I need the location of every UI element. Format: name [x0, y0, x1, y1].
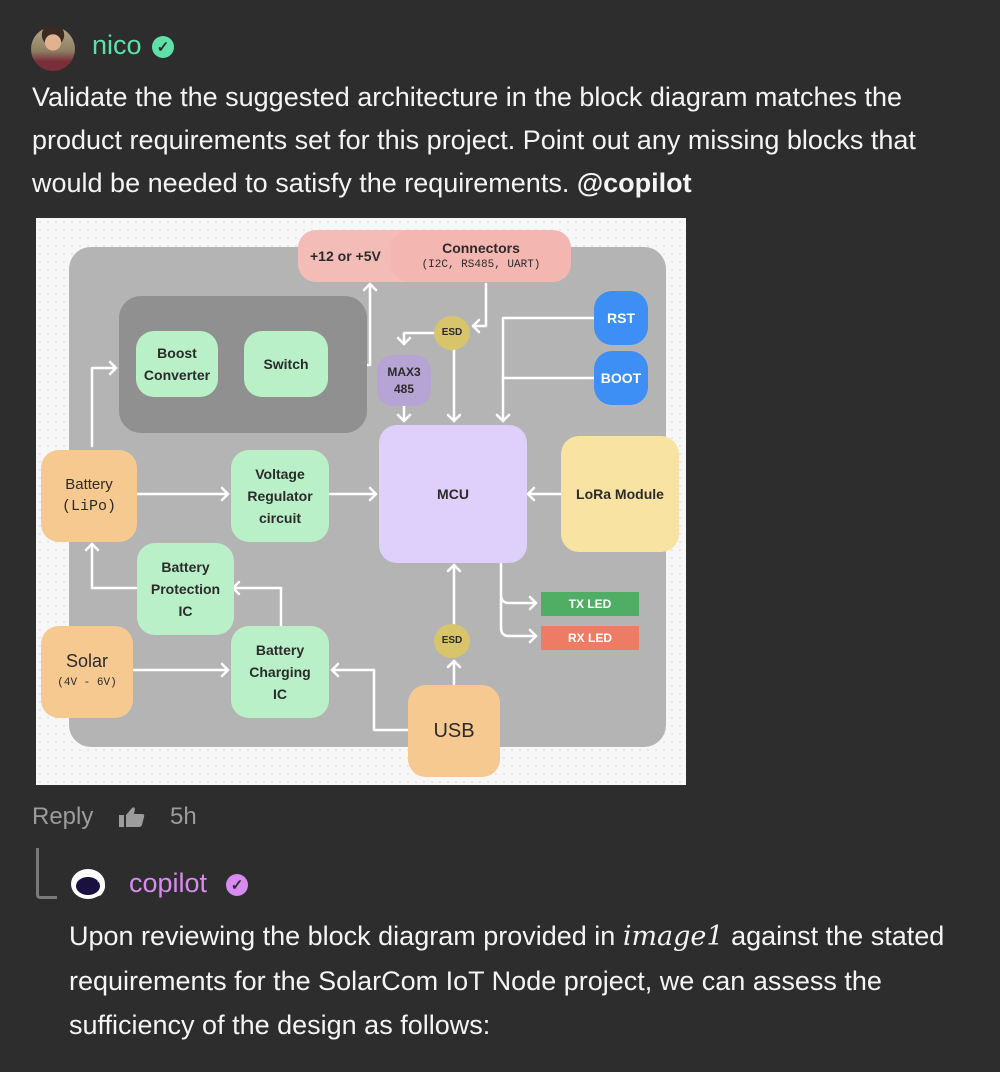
- connectors-subtitle: (I2C, RS485, UART): [421, 259, 541, 271]
- solar-block: Solar (4V - 6V): [41, 626, 133, 718]
- bprot-label-1: Battery: [161, 559, 210, 575]
- battery-protection-block: Battery Protection IC: [137, 543, 234, 635]
- switch-block: Switch: [244, 331, 328, 397]
- mention-copilot[interactable]: @copilot: [576, 168, 692, 198]
- boost-converter-block: Boost Converter: [136, 331, 218, 397]
- usb-block: USB: [408, 685, 500, 777]
- wire-battery-boost: [90, 366, 118, 448]
- reply-message: Upon reviewing the block diagram provide…: [69, 914, 969, 1047]
- reply-button[interactable]: Reply: [32, 803, 94, 830]
- post-message: Validate the the suggested architecture …: [32, 76, 972, 205]
- connectors-title: Connectors: [442, 240, 520, 256]
- usb-label: USB: [433, 720, 475, 742]
- bprot-label-2: Protection: [150, 581, 221, 597]
- esd-top: ESD: [434, 316, 470, 350]
- tx-led-label: TX LED: [568, 597, 612, 611]
- bprot-label-3: IC: [178, 603, 193, 619]
- timestamp: 5h: [170, 803, 197, 830]
- lora-label: LoRa Module: [576, 486, 664, 502]
- boost-label-1: Boost: [157, 345, 197, 361]
- esd-top-label: ESD: [441, 327, 463, 338]
- battery-type: (LiPo): [61, 498, 116, 515]
- reply-text-1: Upon reviewing the block diagram provide…: [69, 921, 623, 951]
- power-input-label: +12 or +5V: [310, 248, 381, 264]
- bchg-label-3: IC: [273, 686, 287, 702]
- voltage-regulator-block: Voltage Regulator circuit: [231, 450, 329, 542]
- reply-text-2: against the stated requirements for the …: [69, 921, 945, 1040]
- boot-label: BOOT: [600, 370, 642, 386]
- block-diagram-image: +12 or +5V Connectors (I2C, RS485, UART)…: [36, 218, 686, 785]
- mcu-block: MCU: [379, 425, 527, 563]
- reply-math-token: image1: [622, 921, 724, 952]
- tx-led-block: TX LED: [541, 592, 639, 616]
- esd-bottom: ESD: [434, 624, 470, 658]
- vreg-label-2: Regulator: [247, 488, 313, 504]
- bchg-label-2: Charging: [249, 664, 311, 680]
- rx-led-label: RX LED: [567, 631, 612, 645]
- vreg-label-1: Voltage: [255, 466, 305, 482]
- switch-label: Switch: [263, 356, 309, 372]
- boost-label-2: Converter: [143, 367, 211, 383]
- thumbs-up-icon[interactable]: [118, 806, 146, 828]
- connectors-block: Connectors (I2C, RS485, UART): [391, 230, 571, 282]
- max3485-block: MAX3 485: [377, 355, 431, 406]
- rst-label: RST: [607, 310, 635, 326]
- mcu-label: MCU: [437, 486, 469, 502]
- max3485-label-2: 485: [393, 381, 415, 396]
- copilot-bot-avatar[interactable]: [68, 866, 110, 902]
- solar-label: Solar: [65, 651, 109, 671]
- lora-module-block: LoRa Module: [561, 436, 679, 552]
- post-actions: Reply 5h: [32, 800, 197, 834]
- post-author[interactable]: nico: [92, 30, 142, 60]
- post-message-text: Validate the the suggested architecture …: [32, 82, 916, 198]
- solar-range: (4V - 6V): [57, 677, 117, 689]
- battery-label: Battery: [65, 476, 113, 493]
- boot-button-block: BOOT: [594, 351, 648, 405]
- reply-author[interactable]: copilot: [129, 868, 208, 898]
- avatar-nico[interactable]: [31, 27, 75, 71]
- bchg-label-1: Battery: [255, 642, 305, 658]
- battery-block: Battery (LiPo): [41, 450, 137, 542]
- rx-led-block: RX LED: [541, 626, 639, 650]
- rst-button-block: RST: [594, 291, 648, 345]
- max3485-label-1: MAX3: [387, 364, 421, 379]
- vreg-label-3: circuit: [258, 510, 301, 526]
- battery-charging-block: Battery Charging IC: [231, 626, 329, 718]
- arrow-head: [108, 360, 118, 376]
- verified-check-icon: ✓: [152, 36, 174, 58]
- esd-bottom-label: ESD: [441, 635, 463, 646]
- thread-connector: [36, 848, 57, 899]
- verified-check-icon: ✓: [226, 874, 248, 896]
